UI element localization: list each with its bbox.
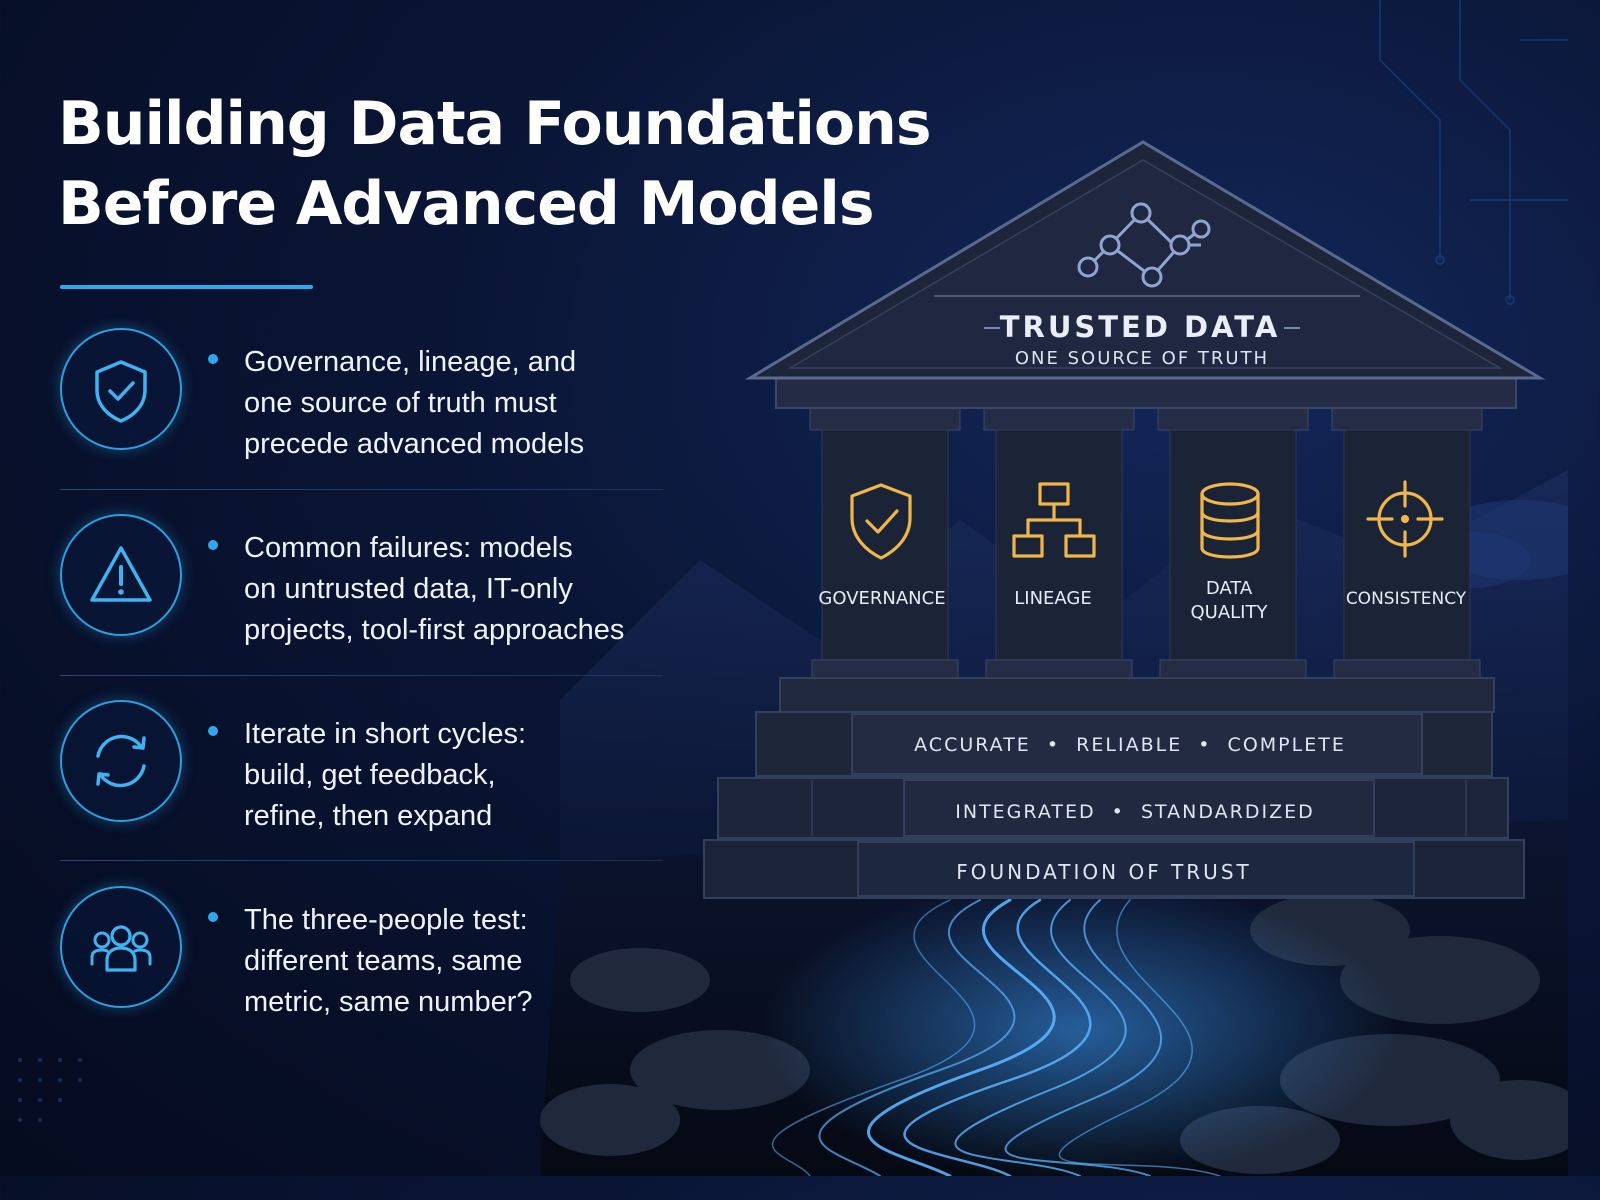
point-line: precede advanced models	[244, 428, 585, 460]
point-line: on untrusted data, IT-only	[244, 573, 573, 605]
title-accent-line	[60, 285, 313, 289]
bullet-dot	[208, 912, 218, 922]
pillar-label-governance: GOVERNANCE	[818, 588, 945, 609]
point-line: refine, then expand	[244, 800, 493, 832]
page-title: Building Data Foundations Before Advance…	[58, 84, 958, 244]
title-line-2: Before Advanced Models	[58, 169, 875, 239]
pediment-title: TRUSTED DATA	[1000, 310, 1281, 344]
icon-badge	[60, 514, 182, 636]
pillar-label-quality: QUALITY	[1191, 602, 1269, 623]
point-line: metric, same number?	[244, 986, 533, 1018]
point-line: different teams, same	[244, 945, 523, 977]
list-item-governance: Governance, lineage, and one source of t…	[60, 328, 665, 488]
people-group-icon	[90, 925, 152, 972]
hierarchy-icon	[1012, 482, 1096, 558]
point-line: Iterate in short cycles:	[244, 718, 527, 750]
step-label-accurate: ACCURATE • RELIABLE • COMPLETE	[914, 734, 1346, 756]
icon-badge	[60, 328, 182, 450]
icon-badge	[60, 886, 182, 1008]
point-line: build, get feedback,	[244, 759, 496, 791]
point-line: projects, tool-first approaches	[244, 614, 625, 646]
point-line: Common failures: models	[244, 532, 573, 564]
bullet-dot	[208, 354, 218, 364]
infographic-canvas: TRUSTED DATA ONE SOURCE OF TRUTH GOVERNA…	[18, 0, 1568, 1176]
pillar-label-consistency: CONSISTENCY	[1346, 589, 1467, 609]
crosshair-icon	[1366, 480, 1444, 558]
background-scene: TRUSTED DATA ONE SOURCE OF TRUTH GOVERNA…	[18, 0, 1568, 1176]
point-text: Common failures: models on untrusted dat…	[244, 528, 664, 651]
point-line: The three-people test:	[244, 904, 528, 936]
data-river	[771, 898, 1221, 1176]
bullet-dot	[208, 726, 218, 736]
database-icon	[1200, 482, 1260, 559]
shield-check-icon	[850, 483, 912, 560]
title-line-1: Building Data Foundations	[58, 89, 932, 159]
circuit-traces	[1379, 0, 1568, 305]
bullet-dot	[208, 540, 218, 550]
refresh-cycle-icon	[96, 734, 146, 788]
point-text: Governance, lineage, and one source of t…	[244, 342, 664, 465]
pediment-subtitle: ONE SOURCE OF TRUTH	[1015, 348, 1269, 369]
point-line: Governance, lineage, and	[244, 346, 577, 378]
dot-grid-decoration	[18, 1058, 82, 1122]
divider	[60, 860, 663, 861]
step-label-foundation: FOUNDATION OF TRUST	[956, 860, 1251, 884]
icon-badge	[60, 700, 182, 822]
point-line: one source of truth must	[244, 387, 557, 419]
temple-labels: TRUSTED DATA ONE SOURCE OF TRUTH GOVERNA…	[818, 310, 1466, 884]
list-item-failures: Common failures: models on untrusted dat…	[60, 514, 665, 674]
step-label-integrated: INTEGRATED • STANDARDIZED	[955, 801, 1315, 823]
shield-check-icon	[95, 360, 147, 423]
list-item-three-people-test: The three-people test: different teams, …	[60, 886, 665, 1046]
temple-roof	[744, 140, 1546, 409]
divider	[60, 675, 663, 676]
pillar-label-data: DATA	[1206, 578, 1253, 599]
temple-base	[703, 677, 1525, 899]
point-text: The three-people test: different teams, …	[244, 900, 664, 1023]
list-item-iterate: Iterate in short cycles: build, get feed…	[60, 700, 665, 860]
point-text: Iterate in short cycles: build, get feed…	[244, 714, 664, 837]
divider	[60, 489, 663, 490]
warning-triangle-icon	[90, 546, 152, 602]
pillar-label-lineage: LINEAGE	[1014, 588, 1092, 609]
network-icon	[1077, 202, 1211, 288]
